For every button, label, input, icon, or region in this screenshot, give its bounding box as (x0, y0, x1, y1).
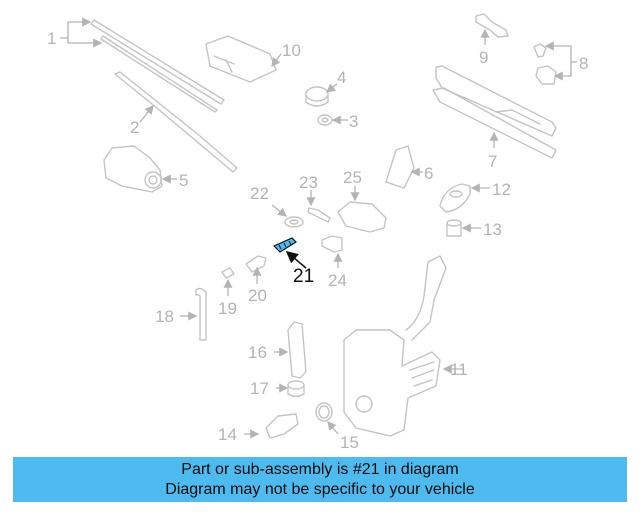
label-5: 5 (179, 171, 188, 190)
label-18: 18 (155, 307, 174, 326)
label-3: 3 (349, 112, 358, 131)
label-13: 13 (483, 220, 502, 239)
part-3-nut[interactable]: 3 (317, 112, 358, 131)
label-24: 24 (328, 271, 347, 290)
label-23: 23 (299, 173, 318, 192)
part-1-wiper-blade[interactable]: 1 (47, 17, 225, 113)
part-6-bracket[interactable]: 6 (385, 145, 433, 189)
part-19-plug[interactable]: 19 (218, 267, 237, 318)
part-9-bracket[interactable]: 9 (475, 13, 509, 67)
label-12: 12 (492, 180, 511, 199)
label-17: 17 (250, 379, 269, 398)
part-10-module[interactable]: 10 (205, 35, 301, 83)
part-11-reservoir[interactable]: 11 (343, 255, 468, 437)
part-23-connector[interactable]: 23 (299, 173, 331, 223)
label-19: 19 (218, 299, 237, 318)
part-18-hose[interactable]: 18 (155, 287, 207, 341)
part-15-seal[interactable]: 15 (315, 402, 359, 452)
part-14-connector[interactable]: 14 (218, 413, 299, 444)
info-banner: Part or sub-assembly is #21 in diagram D… (13, 457, 627, 502)
part-12-filler-cap[interactable]: 12 (439, 180, 511, 213)
part-21-highlighted[interactable]: 21 (272, 237, 314, 287)
banner-line-1: Part or sub-assembly is #21 in diagram (181, 461, 459, 478)
part-2-wiper-arm[interactable]: 2 (114, 71, 238, 173)
label-25: 25 (343, 168, 362, 187)
label-15: 15 (340, 433, 359, 452)
part-20-check-valve[interactable]: 20 (245, 255, 267, 305)
label-8: 8 (579, 54, 588, 73)
label-9: 9 (479, 48, 488, 67)
part-4-cap[interactable]: 4 (305, 68, 346, 107)
label-11: 11 (450, 360, 468, 379)
part-16-washer-pump[interactable]: 16 (248, 321, 307, 379)
part-5-motor[interactable]: 5 (103, 145, 188, 193)
label-4: 4 (337, 68, 346, 87)
label-10: 10 (282, 41, 301, 60)
part-24-connector[interactable]: 24 (321, 235, 347, 290)
label-2: 2 (130, 118, 139, 137)
label-6: 6 (424, 164, 433, 183)
part-7-linkage[interactable]: 7 (432, 65, 557, 171)
label-21: 21 (293, 266, 314, 287)
label-22: 22 (250, 184, 269, 203)
part-17-grommet[interactable]: 17 (250, 379, 305, 398)
part-13-filler-neck[interactable]: 13 (446, 219, 502, 239)
part-8-bushings[interactable]: 8 (533, 41, 588, 85)
label-7: 7 (488, 152, 497, 171)
label-14: 14 (218, 425, 237, 444)
label-20: 20 (248, 286, 267, 305)
banner-line-2: Diagram may not be specific to your vehi… (165, 481, 475, 498)
label-1: 1 (47, 29, 56, 48)
label-16: 16 (248, 343, 267, 362)
part-22-grommet[interactable]: 22 (250, 184, 304, 228)
part-25-nozzle[interactable]: 25 (337, 168, 387, 233)
